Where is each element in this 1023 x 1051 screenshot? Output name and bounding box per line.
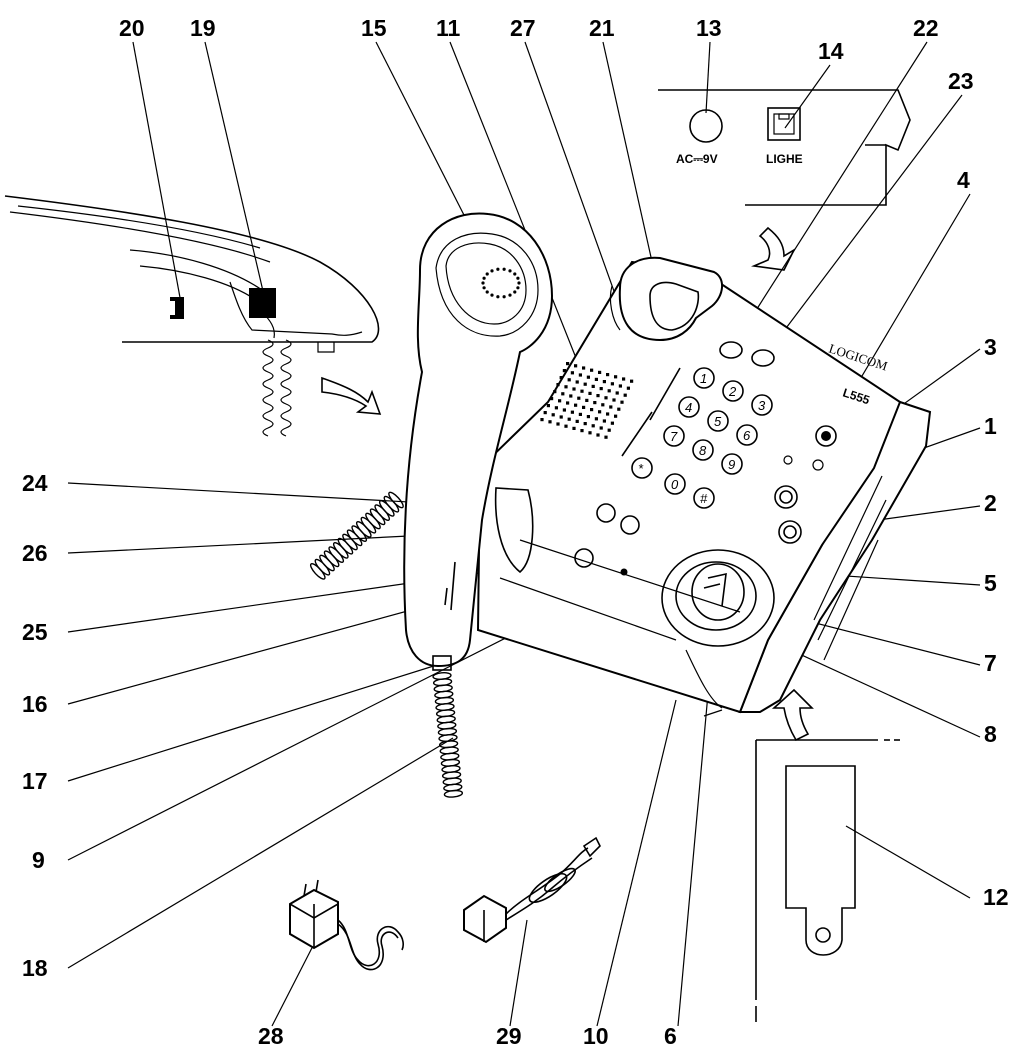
base-side-inset (4, 195, 382, 437)
arrow-icon (321, 376, 382, 415)
display-button[interactable] (691, 563, 745, 621)
line-jack-label: LIGHE (766, 152, 803, 166)
power-adapter (289, 879, 404, 971)
cord-socket (249, 288, 276, 318)
svg-text:2: 2 (728, 384, 737, 399)
callout-20: 20 (119, 15, 145, 41)
key-5[interactable] (707, 410, 729, 432)
svg-text:9: 9 (728, 457, 735, 472)
svg-text:5: 5 (714, 414, 722, 429)
key-6[interactable] (736, 424, 758, 446)
answering-panel (661, 549, 775, 647)
callout-28: 28 (258, 1023, 284, 1049)
button-4[interactable] (815, 425, 837, 447)
callout-23: 23 (948, 68, 974, 94)
key-3[interactable] (751, 394, 773, 416)
arrow-icon (771, 688, 814, 742)
key-8[interactable] (692, 439, 714, 461)
coiled-cord-left (309, 491, 404, 580)
key-1[interactable] (693, 367, 715, 389)
callout-10: 10 (583, 1023, 609, 1049)
key-star[interactable] (631, 457, 653, 479)
keypad: 1 2 3 4 5 6 7 8 9 * 0 # (631, 367, 773, 509)
button-1[interactable] (774, 485, 798, 509)
callout-6: 6 (664, 1023, 677, 1049)
callout-numbers: 20 19 15 11 27 21 13 14 22 23 4 3 1 2 5 … (22, 15, 1009, 1049)
svg-text:#: # (700, 491, 708, 506)
coiled-cord-handset (432, 671, 464, 798)
svg-text:0: 0 (671, 477, 679, 492)
callout-27: 27 (510, 15, 536, 41)
power-jack-label: AC⎓9V (676, 152, 718, 166)
indicator-3b (812, 459, 824, 471)
callout-8: 8 (984, 721, 997, 747)
arrow-icon (751, 226, 796, 271)
svg-text:7: 7 (670, 429, 678, 444)
callout-4: 4 (957, 167, 970, 193)
phone-base: LOGICOM L555 1 2 3 4 5 6 7 8 9 * 0 # (476, 256, 932, 717)
callout-9: 9 (32, 847, 45, 873)
coiled-cord-side (261, 311, 292, 437)
callout-26: 26 (22, 540, 48, 566)
callout-7: 7 (984, 650, 997, 676)
key-hash[interactable] (693, 487, 715, 509)
line-jack (767, 107, 801, 141)
svg-text:6: 6 (743, 428, 751, 443)
button-2[interactable] (778, 520, 802, 544)
key-7[interactable] (663, 425, 685, 447)
callout-17: 17 (22, 768, 48, 794)
line-cord (463, 836, 601, 944)
svg-text:3: 3 (758, 398, 766, 413)
callout-24: 24 (22, 470, 48, 496)
key-0[interactable] (664, 473, 686, 495)
callout-29: 29 (496, 1023, 522, 1049)
rear-jacks-inset: AC⎓9V LIGHE (658, 89, 911, 271)
callout-2: 2 (984, 490, 997, 516)
callout-1: 1 (984, 413, 997, 439)
key-2[interactable] (722, 380, 744, 402)
handset-cord-jack (432, 655, 452, 671)
button-24[interactable] (596, 503, 616, 523)
key-9[interactable] (721, 453, 743, 475)
insert-card (755, 688, 900, 1022)
power-jack (689, 109, 723, 143)
callout-16: 16 (22, 691, 48, 717)
key-4[interactable] (678, 396, 700, 418)
callout-21: 21 (589, 15, 615, 41)
function-button-23[interactable] (751, 349, 775, 367)
callout-19: 19 (190, 15, 216, 41)
callout-14: 14 (818, 38, 844, 64)
callout-18: 18 (22, 955, 48, 981)
callout-12: 12 (983, 884, 1009, 910)
callout-22: 22 (913, 15, 939, 41)
button-26[interactable] (620, 515, 640, 535)
svg-text:*: * (638, 461, 644, 476)
hook-cradle (618, 256, 723, 342)
svg-text:1: 1 (700, 371, 707, 386)
earpiece-holes (481, 267, 521, 299)
svg-text:8: 8 (699, 443, 707, 458)
callout-5: 5 (984, 570, 997, 596)
speaker-grille (540, 362, 634, 439)
callout-11: 11 (436, 15, 461, 41)
indicator-3 (783, 455, 793, 465)
handset (309, 212, 554, 798)
callout-13: 13 (696, 15, 722, 41)
svg-text:4: 4 (685, 400, 692, 415)
callout-25: 25 (22, 619, 48, 645)
function-button-22[interactable] (719, 341, 743, 359)
callout-15: 15 (361, 15, 387, 41)
callout-3: 3 (984, 334, 997, 360)
